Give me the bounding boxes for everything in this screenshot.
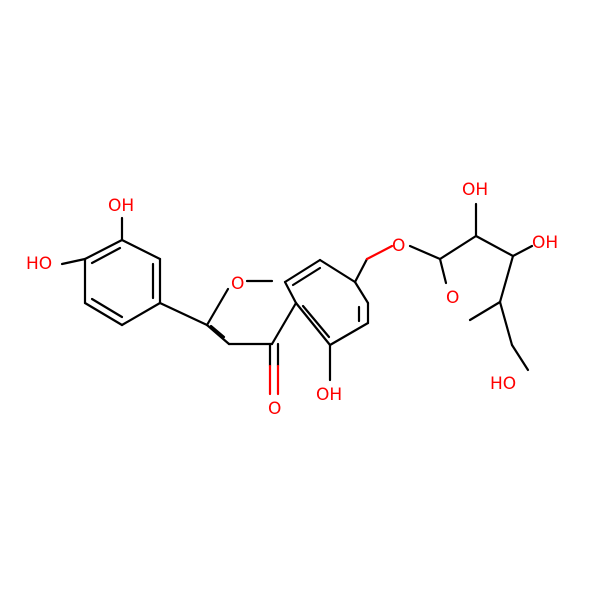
hydroxymethyl-bond-2 [510,343,530,372]
label-o-pyran-ring: O [231,274,244,294]
hydroxymethyl-bond-1 [498,300,514,347]
label-ho-hydroxymethyl: HO [490,374,516,394]
label-o-carbonyl: O [268,399,281,419]
aryl-link-bond [158,301,209,327]
label-ho-catechol-left: HO [26,254,52,274]
label-oh-sugar-top: OH [462,180,488,200]
sugar-oh-right-bond [511,244,534,258]
glycosidic-bond-1 [353,257,369,284]
label-oh-c5: OH [316,385,342,405]
label-oh-sugar-right: OH [532,233,558,253]
catechol-oh-left-bond [60,257,87,266]
glycosidic-bond-2 [408,244,442,261]
carbonyl-bond [268,342,280,396]
glycosidic-bond-1-o [365,244,394,261]
catechol-ring [83,238,162,327]
benzo-ring [283,258,370,347]
label-o-glycosidic: O [392,236,405,256]
furanose-ring [438,234,515,322]
label-o-furanose-ring: O [446,288,459,308]
pyranone-ring [205,279,298,346]
label-oh-catechol-top: OH [108,196,134,216]
